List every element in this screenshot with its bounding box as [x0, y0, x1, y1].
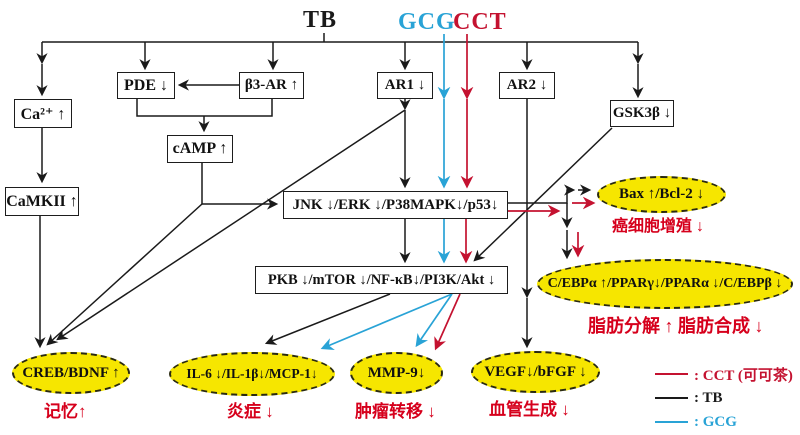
legend-row-gcg: : GCG [655, 410, 793, 434]
outcome-mmp9: MMP-9↓ [350, 352, 443, 394]
effect-lipolysis: 脂肪分解 ↑ 脂肪合成 ↓ [588, 316, 764, 336]
effect-metastasis: 肿瘤转移 ↓ [355, 402, 436, 421]
outcome-vegf: VEGF↓/bFGF ↓ [471, 351, 600, 393]
node-jnk: JNK ↓/ERK ↓/P38MAPK↓/p53↓ [283, 191, 508, 219]
gcg-line-swatch [655, 421, 688, 423]
outcome-bax: Bax ↑/Bcl-2 ↓ [597, 176, 726, 213]
effect-inflammation: 炎症 ↓ [227, 402, 274, 421]
node-gsk3b: GSK3β ↓ [610, 100, 674, 127]
node-ar2: AR2 ↓ [499, 72, 555, 99]
legend-label-cct: : CCT (可可茶) [694, 367, 793, 384]
node-pde: PDE ↓ [117, 72, 175, 99]
legend-row-tb: : TB [655, 386, 793, 410]
compound-tb: TB [303, 7, 338, 33]
legend-label-tb: : TB [694, 389, 723, 406]
node-ca: Ca²⁺ ↑ [14, 99, 72, 128]
node-ar1: AR1 ↓ [377, 72, 433, 99]
legend-label-gcg: : GCG [694, 413, 737, 430]
compound-gcg: GCG [398, 9, 456, 35]
effect-memory: 记忆↑ [44, 402, 87, 421]
cct-line-swatch [655, 373, 688, 375]
node-camp: cAMP ↑ [167, 135, 233, 163]
node-b3ar: β3-AR ↑ [239, 72, 304, 99]
outcome-il6: IL-6 ↓/IL-1β↓/MCP-1↓ [169, 352, 335, 396]
outcome-cebp: C/EBPα ↑/PPARγ↓/PPARα ↓/C/EBPβ ↓ [537, 259, 793, 309]
effect-angiogenesis: 血管生成 ↓ [489, 400, 570, 419]
compound-cct: CCT [453, 9, 507, 35]
node-camkii: CaMKII ↑ [5, 187, 79, 216]
outcome-creb: CREB/BDNF ↑ [12, 352, 130, 394]
legend: : CCT (可可茶) : TB : GCG [655, 362, 793, 434]
effect-proliferation: 癌细胞增殖 ↓ [612, 218, 705, 235]
legend-row-cct: : CCT (可可茶) [655, 362, 793, 386]
tb-line-swatch [655, 397, 688, 399]
node-pkb: PKB ↓/mTOR ↓/NF-κB↓/PI3K/Akt ↓ [255, 266, 508, 294]
